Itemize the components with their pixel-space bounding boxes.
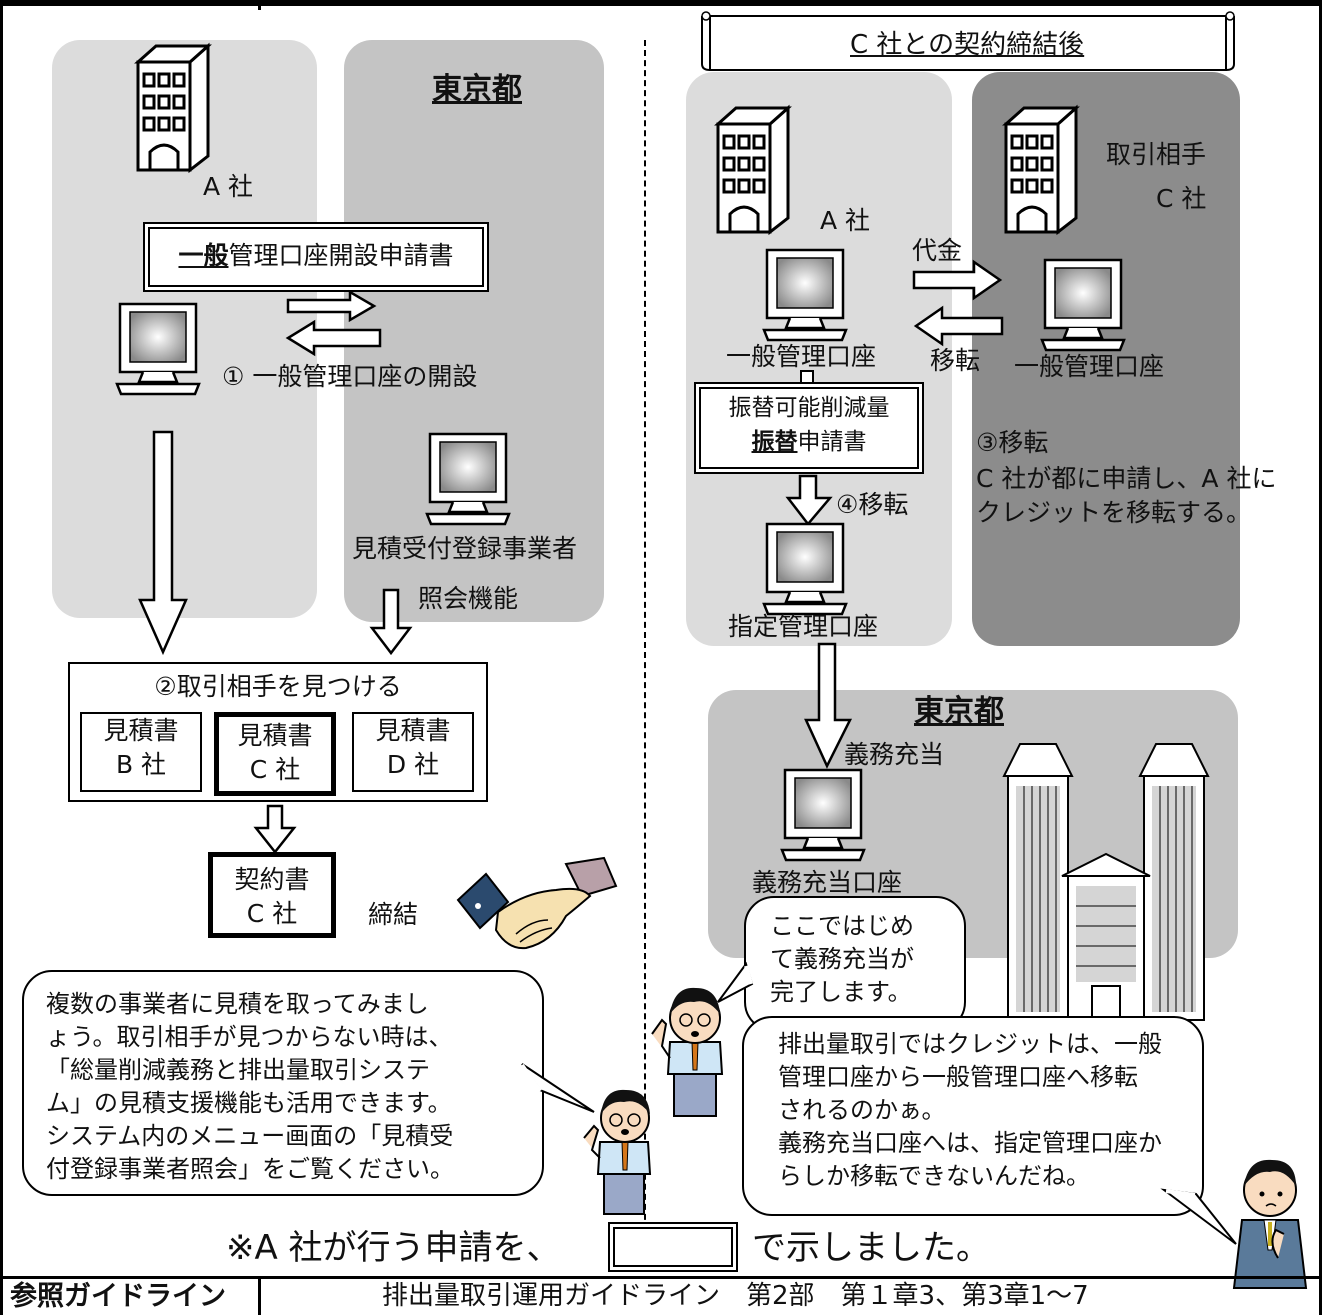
estimator-monitor-icon — [425, 432, 511, 526]
step2-label: ②取引相手を見つける — [154, 672, 402, 701]
conclusion-label: 締結 — [368, 900, 419, 929]
obligation-speech-bubble: ここではじめ て義務充当が 完了します。 — [744, 896, 966, 1032]
designated-account-label: 指定管理口座 — [728, 612, 879, 641]
general-account-a-monitor-icon — [762, 248, 848, 342]
obligation-label: 義務充当 — [844, 740, 945, 769]
center-dashed-divider — [644, 40, 646, 1250]
office-building-c-icon — [1002, 104, 1080, 236]
office-building-a-icon — [714, 104, 792, 236]
scroll-title: C 社との契約締結後 — [850, 30, 1085, 60]
bubble-tail-large — [1160, 1188, 1237, 1245]
down-arrow-obligation-icon — [804, 642, 853, 769]
estimate-d-company: D 社 — [386, 750, 440, 779]
contract-company: C 社 — [246, 899, 298, 928]
estimate-c-title: 見積書 — [237, 721, 313, 750]
company-c-label: C 社 — [1156, 184, 1207, 213]
footer-label: 参照ガイドライン — [10, 1281, 226, 1312]
scroll-banner — [701, 11, 1235, 72]
application-general-bold: 一般 — [178, 241, 229, 270]
footer-divider — [258, 1276, 261, 1315]
bubble-tail-left — [520, 1063, 595, 1113]
computer-monitor-icon — [115, 302, 201, 396]
summary-speech-bubble: 排出量取引ではクレジットは、一般 管理口座から一般管理口座へ移転 されるのかぁ。… — [742, 1016, 1204, 1216]
tokyo-label-right: 東京都 — [914, 694, 1004, 729]
obligation-account-label: 義務充当口座 — [752, 868, 903, 897]
man-suit-icon — [1232, 1159, 1308, 1289]
partner-label: 取引相手 — [1106, 140, 1207, 169]
handshake-icon — [456, 856, 618, 950]
note-after: で示しました。 — [752, 1228, 990, 1268]
inquiry-function-label: 照会機能 — [418, 584, 519, 613]
man-thinking-icon — [651, 987, 724, 1117]
transfer-app-bold: 振替 — [751, 429, 798, 455]
estimate-b: 見積書 B 社 — [80, 712, 202, 792]
exchange-arrows-icon — [285, 289, 382, 357]
top-border — [0, 0, 1322, 6]
estimate-c: 見積書 C 社 — [214, 712, 336, 796]
step1-label: ① 一般管理口座の開設 — [222, 362, 478, 391]
down-arrow-contract-icon — [253, 804, 297, 855]
advice-speech-bubble: 複数の事業者に見積を取ってみまし ょう。取引相手が見つからない時は、 「総量削減… — [22, 970, 544, 1196]
footer-text: 排出量取引運用ガイドライン 第2部 第１章3、第3章1～7 — [382, 1281, 1089, 1311]
step3-title: ③移転 — [976, 428, 1049, 457]
step3-body: C 社が都に申請し、A 社に クレジットを移転する。 — [976, 464, 1277, 527]
general-account-application-form: 一般管理口座開設申請書 — [143, 222, 489, 292]
down-arrow-step4-icon — [785, 474, 833, 526]
contract-title: 契約書 — [234, 865, 310, 894]
office-building-icon — [134, 42, 212, 174]
payment-label: 代金 — [912, 236, 963, 265]
estimate-c-company: C 社 — [249, 755, 301, 784]
bubble-tail-small — [717, 961, 754, 1003]
footer-top-border — [0, 1276, 1322, 1279]
transfer-app-rest: 申請書 — [797, 429, 867, 455]
tokyo-government-building-icon — [1002, 743, 1210, 1021]
transfer-app-line1: 振替可能削減量 — [728, 395, 890, 421]
note-double-box — [608, 1222, 738, 1272]
step4-label: ④移転 — [836, 490, 909, 519]
general-account-c-label: 一般管理口座 — [1014, 352, 1165, 381]
contract-box: 契約書 C 社 — [208, 852, 336, 938]
obligation-account-monitor-icon — [780, 768, 866, 862]
application-general-rest: 管理口座開設申請書 — [228, 241, 454, 270]
general-account-a-label: 一般管理口座 — [726, 342, 877, 371]
man-pointing-icon — [583, 1089, 652, 1215]
estimate-b-title: 見積書 — [103, 716, 179, 745]
general-account-c-monitor-icon — [1040, 258, 1126, 352]
estimate-d: 見積書 D 社 — [352, 712, 474, 792]
top-tab-divider — [258, 0, 261, 10]
company-a-label-right: A 社 — [820, 206, 871, 235]
down-arrow-short-icon — [369, 588, 413, 656]
right-border — [1319, 0, 1322, 1315]
payment-arrow-icon — [912, 259, 1003, 301]
estimator-label: 見積受付登録事業者 — [352, 534, 578, 563]
estimate-b-company: B 社 — [115, 750, 167, 779]
estimate-d-title: 見積書 — [375, 716, 451, 745]
designated-account-monitor-icon — [762, 522, 848, 616]
down-arrow-long-icon — [138, 430, 188, 656]
note-before: ※A 社が行う申請を、 — [226, 1228, 561, 1268]
tokyo-label-left: 東京都 — [432, 72, 522, 107]
company-a-label-left: A 社 — [203, 172, 254, 201]
transfer-application-form: 振替可能削減量 振替申請書 — [694, 382, 924, 474]
transfer-arrow-icon — [913, 305, 1004, 347]
transfer-label: 移転 — [930, 346, 981, 375]
left-border — [0, 0, 3, 1315]
